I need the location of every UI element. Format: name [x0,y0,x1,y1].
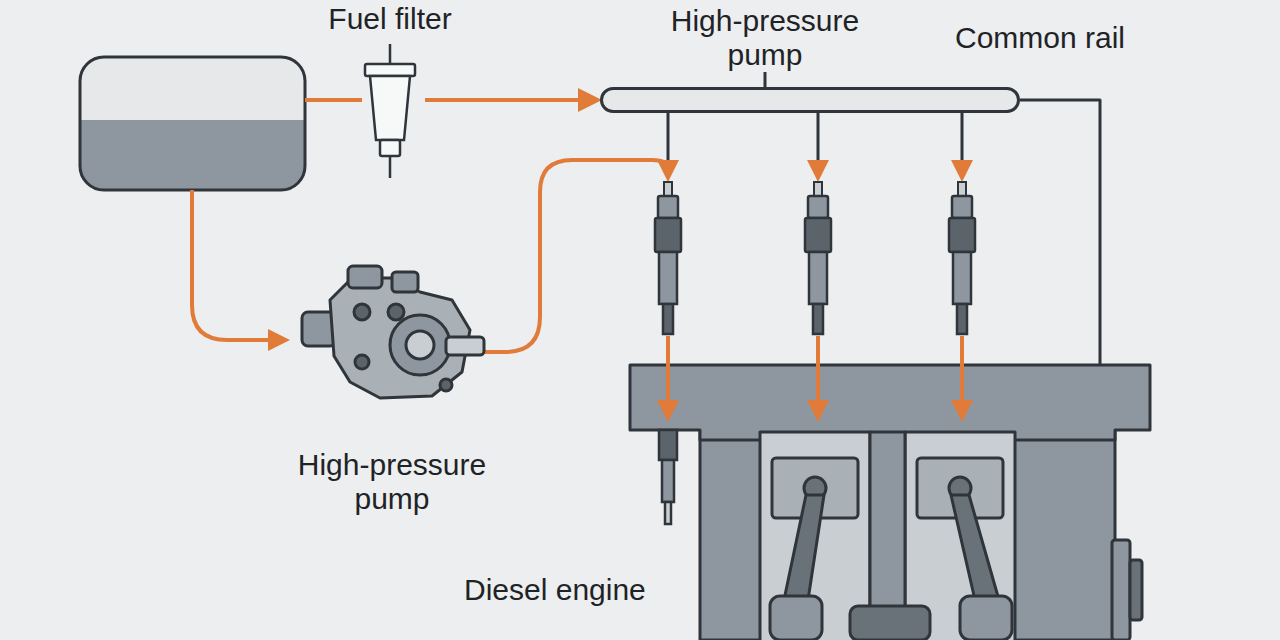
part-label: High-pressure pump [640,4,890,72]
injector [655,182,975,334]
part-label: Common rail [955,21,1125,55]
arrowhead [657,160,973,182]
fuel-line [425,98,598,102]
fuel-tank [80,57,305,190]
leader-line [764,72,767,87]
part-label: High-pressure pump [267,448,517,516]
injection-arrow [668,336,962,402]
fuel-line [482,160,668,352]
part-label: Diesel engine [464,573,646,607]
pump-illustration [302,266,484,398]
fuel-filter-symbol [365,44,415,178]
pump-node: High-pressure pump [298,262,486,402]
return-line [1020,100,1100,365]
engine-illustration [630,365,1150,640]
filter-node: Fuel filter [355,40,425,178]
fuel-line [192,190,270,340]
engine-node: Diesel engine [630,365,1150,640]
fuel-line [305,98,362,102]
rail-drop [668,113,962,162]
arrowhead [268,329,290,351]
glow-plug [659,430,677,524]
arrowhead [657,400,973,422]
part-label: Fuel filter [328,2,451,36]
common-rail: Common rail [600,87,1020,113]
